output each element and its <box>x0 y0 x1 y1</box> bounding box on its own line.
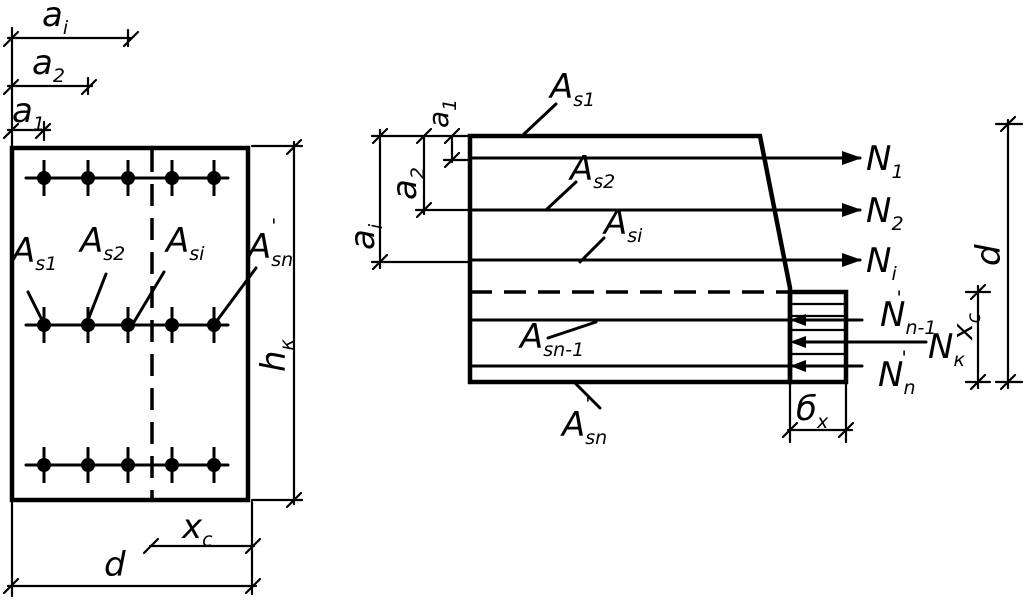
label-a2-right: a2 <box>385 167 429 200</box>
label-ai: ai <box>42 0 69 39</box>
compression-hatch <box>790 302 846 368</box>
label-n2: N2 <box>866 191 904 235</box>
label-a1-right: a1 <box>422 99 461 128</box>
leader-as2 <box>86 272 108 322</box>
left-cross-section: ai a2 a1 As1 As2 Asi Asn' hк xc d <box>2 0 304 598</box>
label-a2: a2 <box>32 43 65 87</box>
label-as1-right: As1 <box>548 67 595 111</box>
label-ni: Ni <box>866 241 897 285</box>
label-n-n-prime: Nn' <box>878 347 915 399</box>
section-outline <box>9 145 251 503</box>
label-as1: As1 <box>10 231 57 275</box>
label-hk: hк <box>254 338 298 372</box>
label-xc-right: xc <box>946 312 985 341</box>
label-nk: Nк <box>928 327 965 371</box>
label-d-right: d <box>969 244 1009 266</box>
label-sigma-x: бx <box>796 389 829 433</box>
label-asi-right: Asi <box>602 203 643 247</box>
leader-as1 <box>26 290 46 326</box>
label-as2-right: As2 <box>568 149 615 193</box>
rebar-grid <box>24 160 230 483</box>
label-n-n1-prime: Nn-1' <box>880 287 936 339</box>
compression-block <box>787 289 849 385</box>
leader-asn <box>214 266 258 324</box>
label-d: d <box>104 545 126 585</box>
label-as2: As2 <box>78 221 125 265</box>
label-asn-prime-right: Asn' <box>560 393 607 449</box>
label-ai-right: ai <box>343 223 387 250</box>
leader-asi <box>132 270 166 324</box>
label-a1: a1 <box>12 91 45 135</box>
label-xc: xc <box>181 507 213 551</box>
label-asn1-right: Asn-1 <box>518 317 584 361</box>
right-stress-diagram: As1 As2 Asi Asn-1 Asn' N1 N2 Ni Nn-1' Nк… <box>343 67 1024 449</box>
label-asi: Asi <box>164 221 205 265</box>
label-n1: N1 <box>866 139 904 183</box>
label-asn-prime: Asn' <box>246 215 293 271</box>
